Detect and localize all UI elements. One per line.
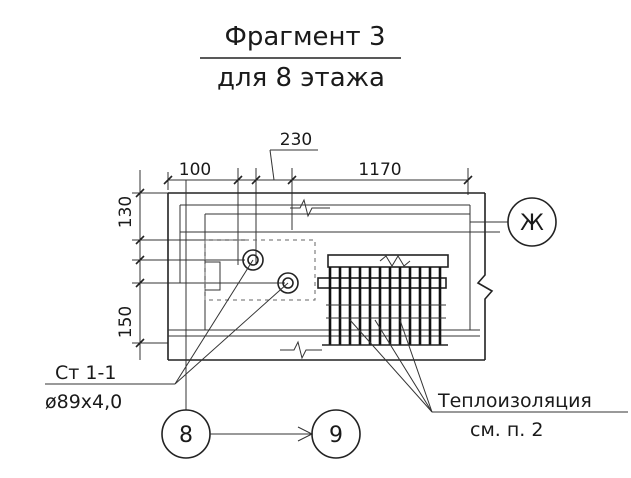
pipe-2-inner: [282, 277, 294, 289]
left-dimension-chain: 130 150: [116, 170, 285, 360]
tick-1: [163, 175, 173, 185]
insulation-mid-bar: [317, 277, 447, 289]
dim-130: 130: [116, 196, 136, 228]
pipe-callout: Ст 1-1 ø89x4,0: [45, 259, 289, 413]
pipe-1-inner: [247, 254, 259, 266]
axes-bottom: 8 9: [161, 180, 361, 459]
insulation-top-bar: [327, 254, 449, 268]
insulation-tubes: [328, 267, 442, 345]
insulation-leader-1: [349, 319, 433, 413]
dim-100: 100: [179, 160, 211, 180]
axis-zh: Ж: [470, 197, 557, 247]
small-fragment-left: [205, 261, 221, 291]
tick-2: [233, 175, 243, 185]
break-line-top: [290, 198, 330, 218]
insulation-callout: Теплоизоляция см. п. 2: [349, 319, 628, 441]
pipes: [242, 249, 299, 294]
tick-5: [463, 175, 473, 185]
dim-1170: 1170: [358, 160, 401, 180]
insulation-callout-line-2: см. п. 2: [470, 419, 543, 441]
tick-left-4: [135, 278, 145, 288]
tick-left-3: [135, 255, 145, 265]
axis-8-label: 8: [179, 423, 193, 448]
axis-9-label: 9: [329, 423, 343, 448]
insulation-zigzag: [379, 255, 411, 267]
tick-left-2: [135, 235, 145, 245]
tick-4: [287, 175, 297, 185]
dim-150: 150: [116, 306, 136, 338]
pipe-zone-dashed: [204, 239, 316, 301]
pipe-1-outer: [242, 249, 264, 271]
insulation-leader-2: [374, 319, 433, 413]
title-block: Фрагмент 3 для 8 этажа: [200, 22, 401, 93]
tick-left-1: [135, 188, 145, 198]
axis-zh-label: Ж: [520, 211, 544, 236]
axis-9-bubble: [311, 409, 361, 459]
slab-section: [167, 192, 500, 361]
insulation-leader-3: [399, 319, 433, 413]
insulation-block: [317, 254, 449, 346]
break-line-bottom: [280, 340, 322, 360]
title-line-2: для 8 этажа: [217, 63, 385, 93]
wall-inner-left: [179, 205, 205, 284]
dim-230: 230: [280, 130, 312, 150]
top-dimension-chain: 100 230 1170: [163, 130, 473, 265]
break-line-right: [476, 193, 494, 360]
insulation-callout-line-1: Теплоизоляция: [437, 390, 592, 412]
pipe-callout-line-2: ø89x4,0: [45, 391, 122, 413]
pipe-2-outer: [277, 272, 299, 294]
leader-230-drop: [269, 149, 275, 181]
pipe-leader-diag-2: [174, 282, 289, 385]
title-line-1: Фрагмент 3: [224, 22, 385, 52]
pipe-leader-diag-1: [174, 259, 254, 385]
pipe-callout-line-1: Ст 1-1: [55, 362, 116, 384]
tick-left-5: [135, 338, 145, 348]
tick-3: [251, 175, 261, 185]
axis-zh-bubble: [507, 197, 557, 247]
